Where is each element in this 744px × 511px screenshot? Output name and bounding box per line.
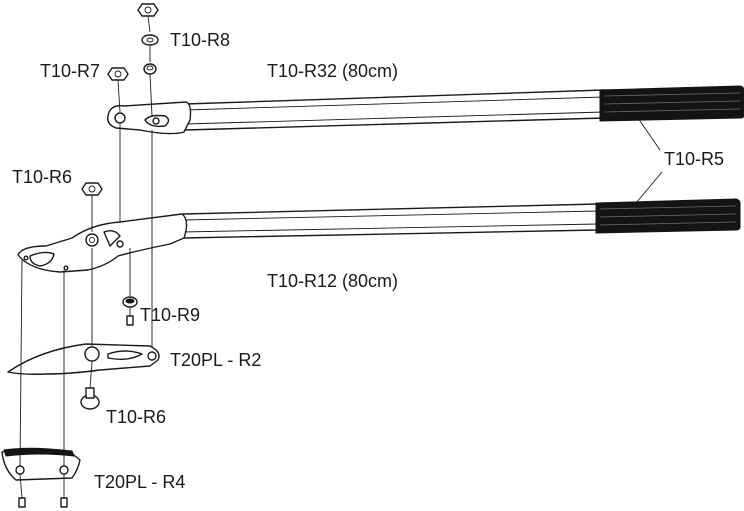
upper-jaw-plate [106,101,192,135]
label-t10-r6-bottom: T10-R6 [106,407,167,427]
upper-handle-tube [184,89,605,131]
washer-r8 [141,34,159,46]
spring-r9 [122,296,138,308]
label-t10-r5: T10-R5 [664,149,725,169]
nut-r6-top [81,182,103,196]
anvil-head-plate [17,213,188,273]
label-t10-r8: T10-R8 [170,30,231,50]
lower-handle-grip [595,198,741,234]
label-t10-r7: T10-R7 [40,61,101,81]
label-t10-r12: T10-R12 (80cm) [267,271,399,291]
assembly-lines [19,15,153,499]
screw-anvil-right [60,497,68,508]
nut-r8-top [137,3,159,17]
label-t20pl-r4: T20PL - R4 [94,472,186,492]
screw-anvil-left [18,497,26,508]
bolt-r6-bottom [80,387,100,410]
label-t20pl-r2: T20PL - R2 [170,350,262,370]
leader-lines [635,117,663,204]
label-t10-r6-top: T10-R6 [12,167,73,187]
cutting-blade [7,343,160,375]
nut-r7 [107,67,129,81]
lower-handle-tube [182,203,599,239]
upper-handle-grip [599,85,744,122]
label-t10-r32: T10-R32 (80cm) [267,61,399,81]
label-t10-r9: T10-R9 [140,305,201,325]
anvil-plate [1,447,81,481]
bushing-r8 [143,63,157,75]
screw-r9 [126,315,134,326]
